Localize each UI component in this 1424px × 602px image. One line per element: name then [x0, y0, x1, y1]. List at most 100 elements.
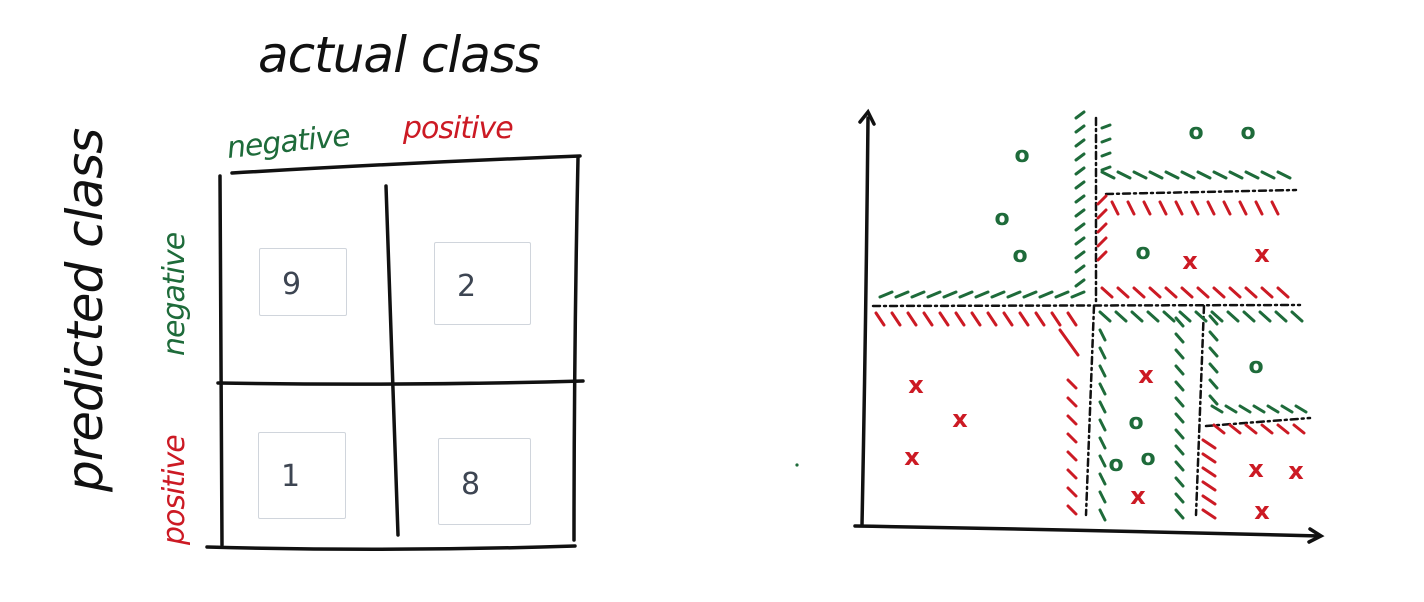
hatch-negative: [1210, 404, 1224, 414]
boundary-line: [1204, 416, 1312, 428]
hatch-negative: [1210, 310, 1224, 323]
column-label-positive: positive: [402, 111, 513, 146]
hatch-positive: [1096, 208, 1108, 220]
hatch-negative: [1274, 310, 1288, 323]
cell-pos-neg-input[interactable]: 1: [258, 432, 346, 519]
hatch-negative: [1212, 170, 1228, 180]
hatch-negative: [1174, 476, 1185, 488]
hatch-negative: [1174, 412, 1185, 424]
hatch-negative: [1174, 348, 1185, 360]
hatch-positive: [1228, 286, 1242, 299]
hatch-positive: [1254, 200, 1264, 216]
hatch-positive: [1066, 468, 1078, 480]
row-label-positive: positive: [157, 435, 192, 546]
hatch-negative: [1208, 378, 1219, 390]
matrix-grid: [205, 154, 585, 552]
hatch-positive: [1066, 378, 1078, 390]
hatch-negative: [894, 290, 910, 299]
cell-neg-neg-input[interactable]: 9: [259, 248, 347, 316]
hatch-negative: [1100, 151, 1112, 158]
hatch-positive: [1212, 286, 1226, 299]
hatch-positive: [1066, 396, 1078, 408]
hatch-negative: [1022, 290, 1038, 299]
boundary-line: [1104, 188, 1298, 196]
point-negative: o: [1135, 240, 1150, 265]
hatch-positive: [1196, 286, 1210, 299]
matrix-middle-horizontal: [216, 379, 585, 386]
hatch-positive: [874, 311, 886, 327]
hatch-positive: [1276, 286, 1290, 299]
hatch-positive: [1212, 423, 1226, 435]
cell-neg-pos-input[interactable]: 2: [434, 242, 531, 325]
hatch-negative: [1098, 508, 1107, 522]
hatch-positive: [1126, 200, 1136, 216]
matrix-left-line: [218, 174, 224, 547]
hatch-negative: [1100, 123, 1112, 130]
hatch-negative: [926, 290, 942, 299]
hatch-negative: [1208, 330, 1219, 342]
hatch-negative: [1238, 404, 1252, 414]
hatch-negative: [1280, 404, 1294, 414]
hatch-positive: [970, 311, 982, 327]
point-negative: o: [1188, 120, 1203, 145]
hatch-positive: [1132, 286, 1146, 299]
hatch-negative: [1266, 404, 1280, 414]
hatch-negative: [1180, 170, 1196, 180]
hatch-negative: [1054, 290, 1070, 299]
hatch-positive: [1066, 414, 1078, 426]
hatch-negative: [1260, 170, 1276, 180]
hatch-negative: [1074, 264, 1086, 274]
hatch-negative: [942, 290, 958, 299]
matrix-right-line: [572, 156, 580, 542]
boundary-line: [1084, 304, 1096, 517]
hatch-negative: [1098, 418, 1107, 432]
hatch-negative: [1162, 310, 1176, 323]
point-positive: x: [1248, 455, 1264, 483]
matrix-bottom-line: [205, 544, 577, 552]
hatch-positive: [1096, 222, 1108, 234]
hatch-negative: [1074, 250, 1086, 260]
hatch-negative: [1074, 152, 1086, 162]
hatch-negative: [1174, 444, 1185, 456]
hatch-positive: [1096, 194, 1108, 206]
hatch-positive: [1100, 286, 1114, 299]
hatch-negative: [1224, 404, 1238, 414]
hatch-negative: [1258, 310, 1272, 323]
cell-pos-pos-input[interactable]: 8: [438, 438, 531, 525]
y-axis-arrow: [858, 108, 876, 126]
hatch-positive: [1002, 311, 1014, 327]
boundary-line: [871, 303, 1302, 308]
hatch-positive: [890, 311, 902, 327]
hatch-positive: [1201, 438, 1217, 450]
hatch-negative: [1074, 208, 1086, 218]
point-negative: o: [1108, 452, 1123, 477]
x-axis: [853, 524, 1322, 538]
point-negative: o: [1128, 410, 1143, 435]
hatch-negative: [1290, 310, 1304, 323]
hatch-negative: [1174, 428, 1185, 440]
hatch-negative: [1074, 180, 1086, 190]
point-positive: x: [1130, 482, 1146, 510]
boundary-line: [1194, 304, 1206, 517]
hatch-positive: [1270, 200, 1280, 216]
y-axis: [860, 116, 870, 527]
hatch-positive: [938, 311, 950, 327]
matrix-middle-vertical: [384, 184, 400, 537]
hatch-negative: [1098, 346, 1107, 360]
hatch-negative: [878, 290, 894, 299]
hatch-positive: [1201, 452, 1217, 464]
hatch-negative: [1006, 290, 1022, 299]
hatch-positive: [1260, 423, 1274, 435]
hatch-positive: [1238, 200, 1248, 216]
hatch-positive: [1164, 286, 1178, 299]
hatch-positive: [1190, 200, 1200, 216]
hatch-positive: [1066, 504, 1078, 516]
column-title: actual class: [258, 26, 540, 84]
hatch-negative: [1074, 194, 1086, 204]
point-positive: x: [1138, 361, 1154, 389]
point-negative: o: [994, 206, 1009, 231]
hatch-negative: [1098, 328, 1107, 342]
hatch-positive: [986, 311, 998, 327]
hatch-negative: [1174, 492, 1185, 504]
